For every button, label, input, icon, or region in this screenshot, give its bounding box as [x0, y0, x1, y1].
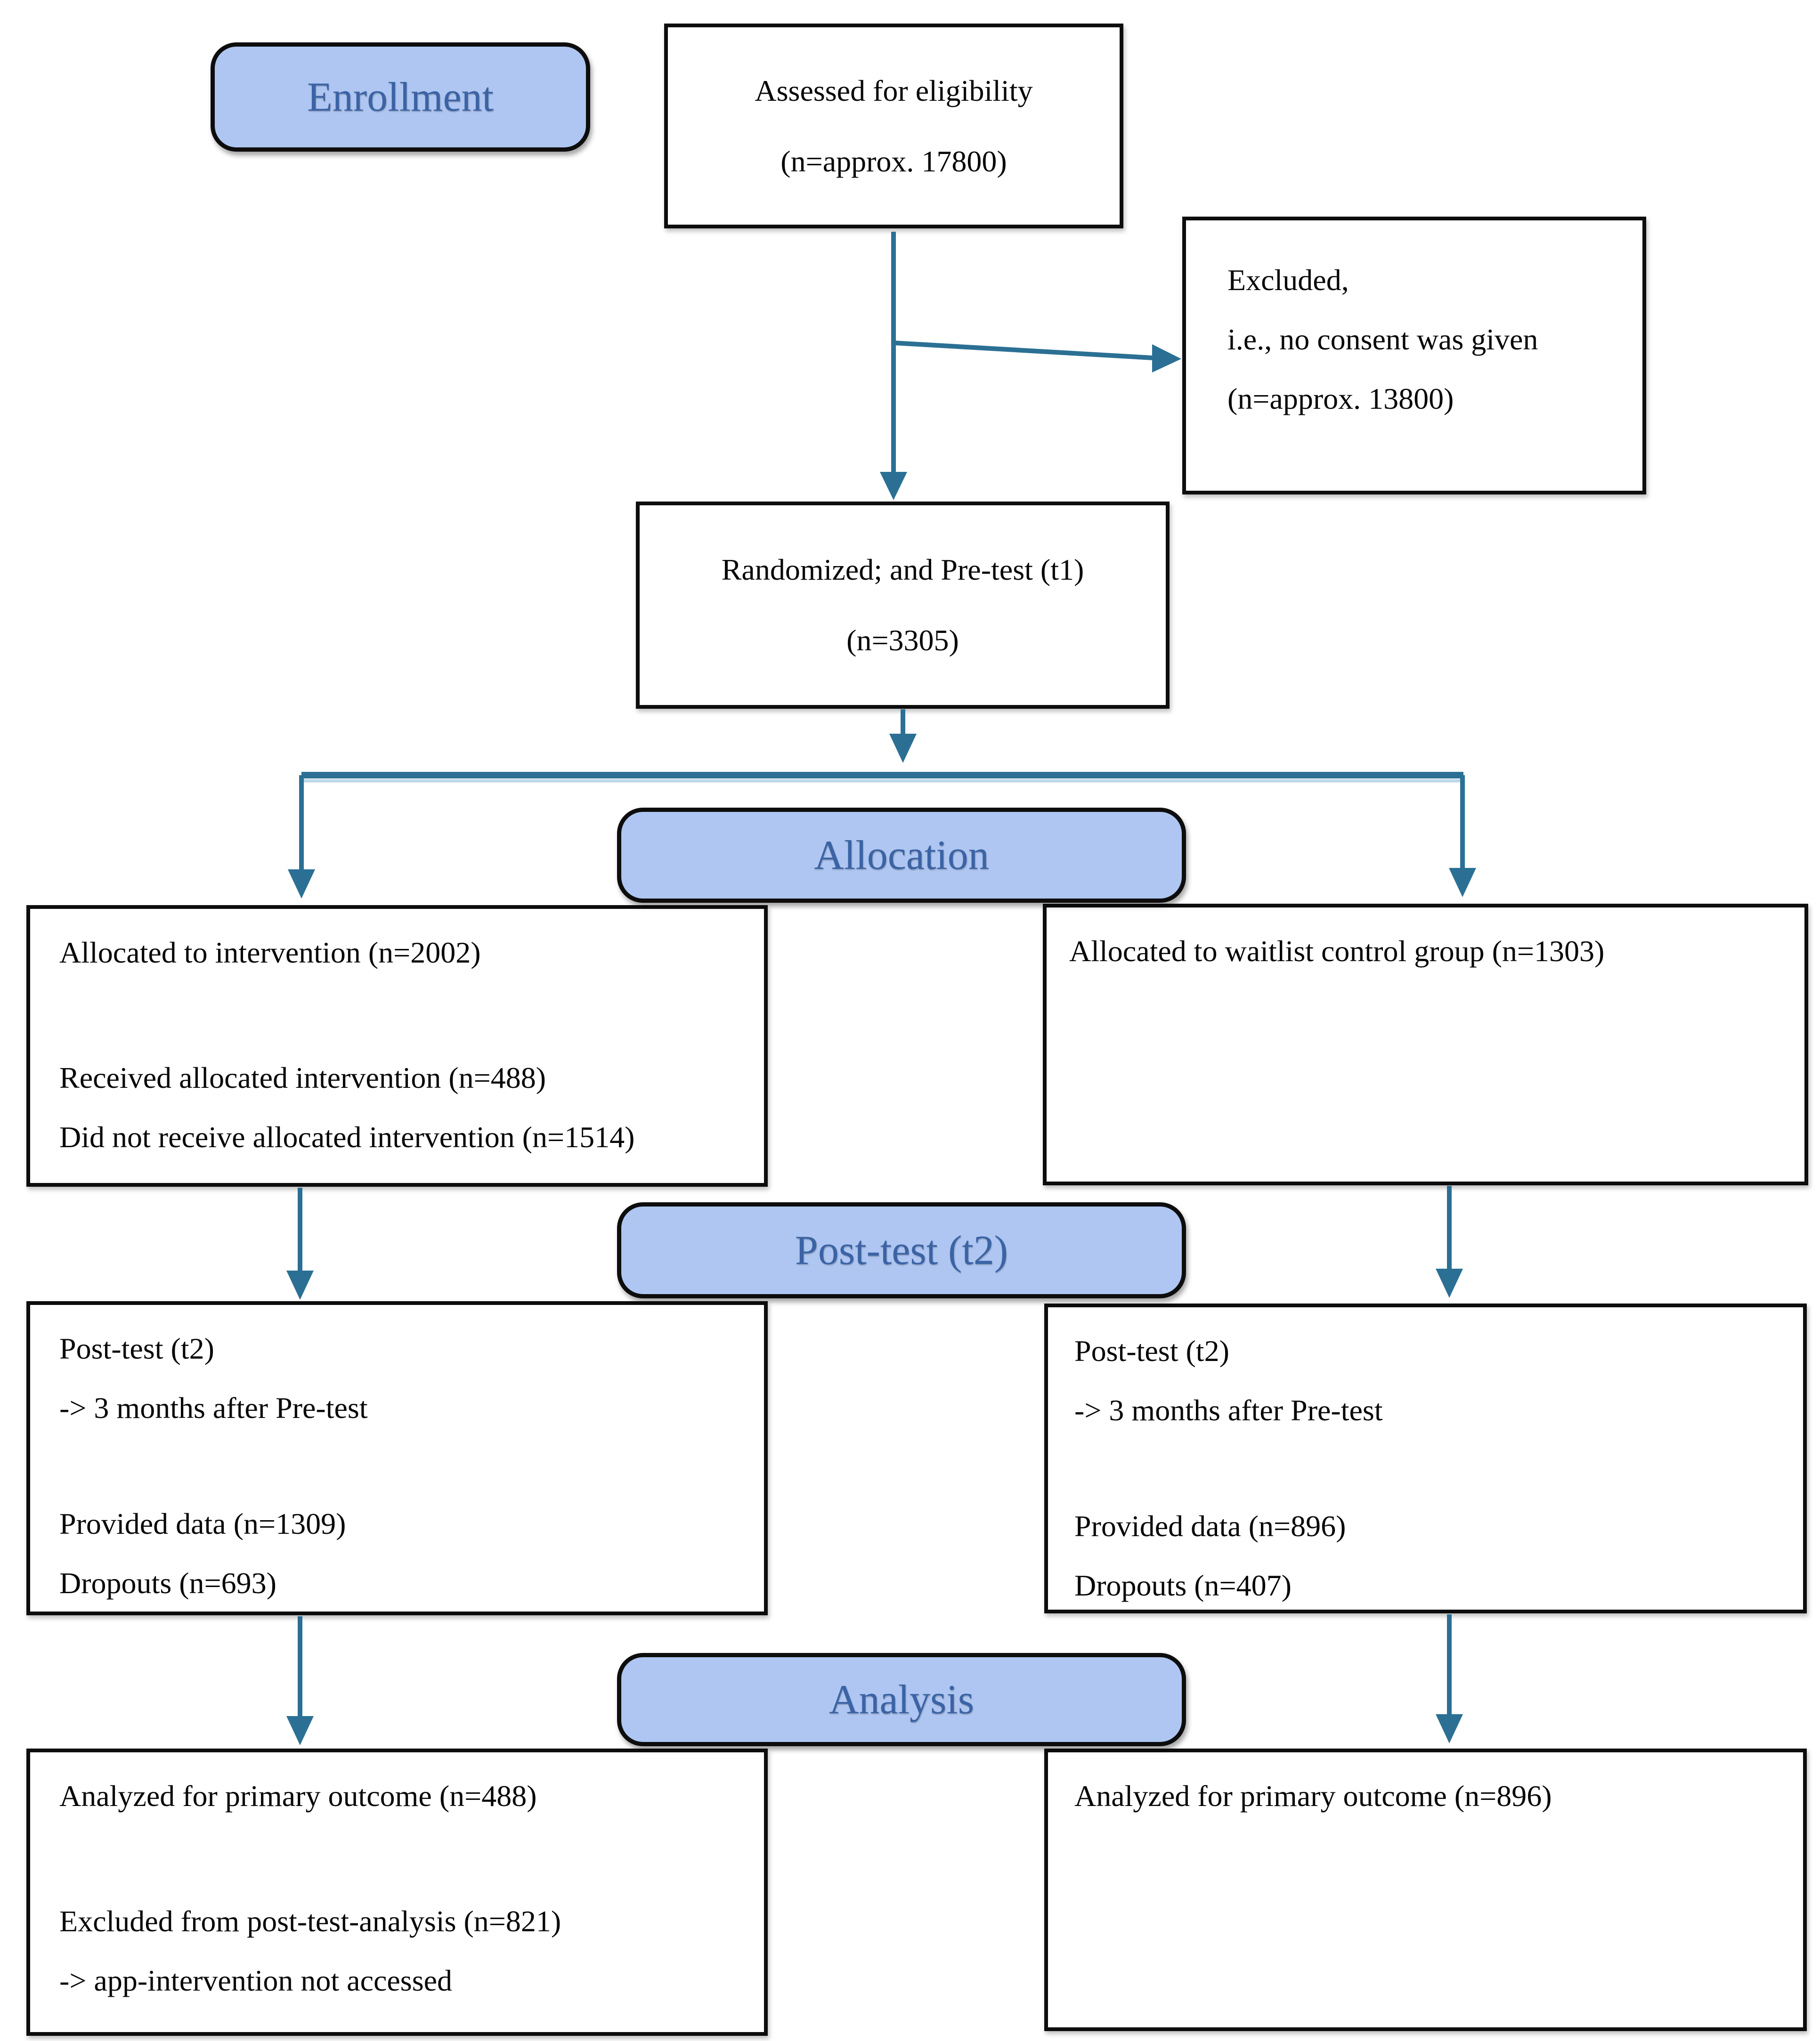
enrollment-stage-label: Enrollment — [211, 42, 590, 152]
randomized-line-2: (n=3305) — [846, 624, 959, 657]
allocation-stage-text: Allocation — [814, 832, 989, 878]
assessed-box: Assessed for eligibility (n=approx. 1780… — [664, 24, 1123, 228]
allocated-intervention-line-3: Did not receive allocated intervention (… — [59, 1120, 635, 1154]
posttest-control-line-3: Provided data (n=896) — [1074, 1509, 1346, 1543]
posttest-control-line-1: Post-test (t2) — [1074, 1334, 1229, 1368]
allocated-intervention-line-2: Received allocated intervention (n=488) — [59, 1061, 546, 1094]
arrow-split-to-left-alloc-head — [288, 869, 315, 899]
excluded-box: Excluded, i.e., no consent was given (n=… — [1182, 217, 1646, 494]
arrow-assessed-to-randomized-head — [880, 472, 907, 500]
arrow-rightpost-to-rightanalysis-head — [1436, 1714, 1463, 1743]
analysis-intervention-box: Analyzed for primary outcome (n=488) Exc… — [26, 1749, 768, 2036]
posttest-control-line-2: -> 3 months after Pre-test — [1074, 1393, 1383, 1427]
posttest-intervention-box: Post-test (t2) -> 3 months after Pre-tes… — [26, 1301, 768, 1615]
assessed-line-2: (n=approx. 17800) — [780, 144, 1007, 178]
arrow-split-to-right-alloc-head — [1449, 868, 1476, 897]
posttest-stage-label: Post-test (t2) — [617, 1202, 1186, 1298]
allocated-intervention-line-1: Allocated to intervention (n=2002) — [59, 936, 481, 969]
analysis-control-box: Analyzed for primary outcome (n=896) — [1044, 1749, 1807, 2031]
posttest-control-line-4: Dropouts (n=407) — [1074, 1569, 1292, 1602]
analysis-stage-text: Analysis — [829, 1677, 974, 1723]
excluded-line-1: Excluded, — [1227, 263, 1349, 297]
analysis-control-line-1: Analyzed for primary outcome (n=896) — [1074, 1779, 1552, 1813]
excluded-line-2: i.e., no consent was given — [1227, 323, 1538, 356]
posttest-stage-text: Post-test (t2) — [795, 1227, 1008, 1273]
arrow-to-excluded-shaft — [893, 340, 1154, 360]
posttest-intervention-line-1: Post-test (t2) — [59, 1332, 214, 1365]
arrow-rightalloc-to-rightpost-head — [1436, 1269, 1463, 1298]
allocated-intervention-box: Allocated to intervention (n=2002) Recei… — [26, 905, 768, 1187]
analysis-intervention-line-2: Excluded from post-test-analysis (n=821) — [59, 1904, 561, 1938]
posttest-intervention-line-3: Provided data (n=1309) — [59, 1507, 346, 1540]
arrow-leftalloc-to-leftpost-head — [286, 1271, 314, 1300]
analysis-intervention-line-1: Analyzed for primary outcome (n=488) — [59, 1779, 537, 1813]
assessed-line-1: Assessed for eligibility — [755, 73, 1033, 107]
excluded-line-3: (n=approx. 13800) — [1227, 382, 1454, 415]
allocated-control-line-1: Allocated to waitlist control group (n=1… — [1069, 934, 1605, 968]
enrollment-stage-text: Enrollment — [307, 74, 494, 120]
randomized-box: Randomized; and Pre-test (t1) (n=3305) — [636, 502, 1170, 709]
randomized-line-1: Randomized; and Pre-test (t1) — [721, 553, 1084, 586]
posttest-intervention-line-2: -> 3 months after Pre-test — [59, 1391, 368, 1425]
allocation-stage-label: Allocation — [617, 808, 1186, 903]
posttest-intervention-line-4: Dropouts (n=693) — [59, 1566, 276, 1600]
analysis-intervention-line-3: -> app-intervention not accessed — [59, 1964, 452, 1997]
posttest-control-box: Post-test (t2) -> 3 months after Pre-tes… — [1044, 1304, 1807, 1613]
arrow-randomized-to-split-head — [889, 734, 917, 763]
analysis-stage-label: Analysis — [617, 1653, 1186, 1746]
allocated-control-box: Allocated to waitlist control group (n=1… — [1043, 904, 1808, 1185]
arrow-to-excluded-head — [1152, 344, 1181, 373]
arrow-leftpost-to-leftanalysis-head — [286, 1716, 314, 1745]
